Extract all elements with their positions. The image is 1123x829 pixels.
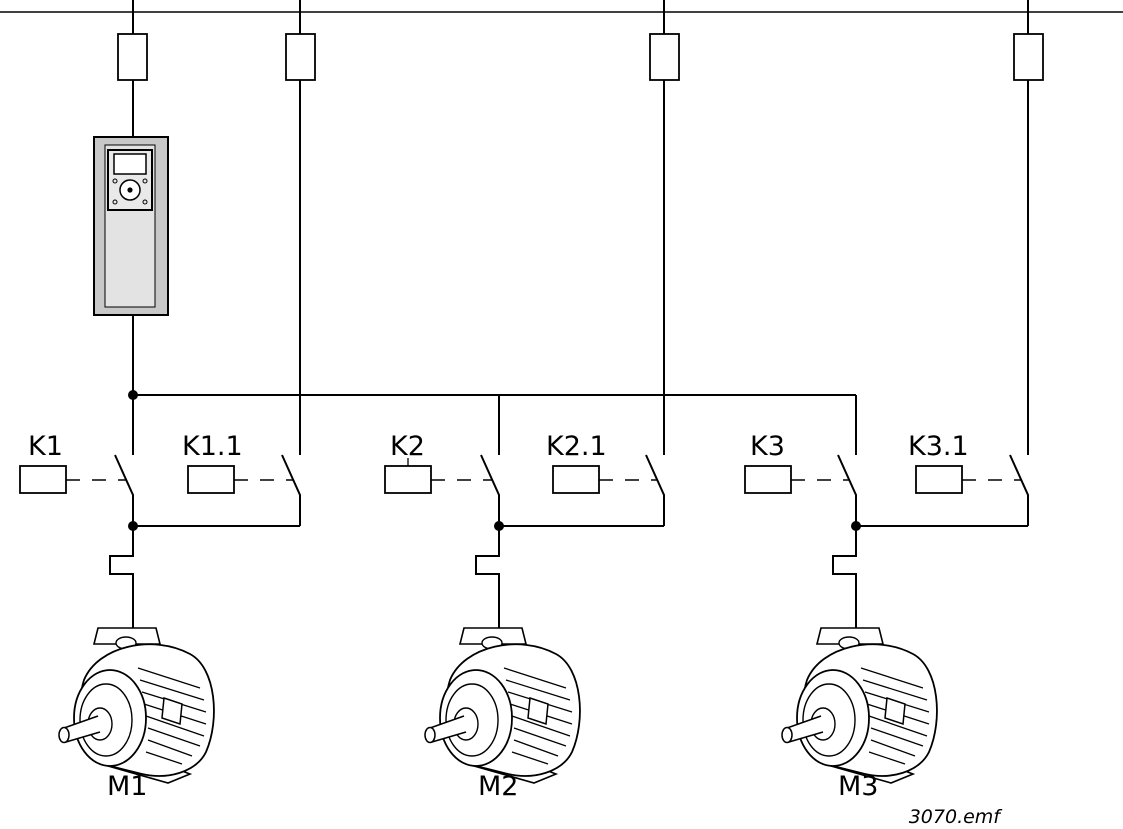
- coil-k2-1: [552, 465, 600, 494]
- supply-lines: [117, 0, 1044, 455]
- motor-label-m2: M2: [478, 771, 518, 802]
- coil-k1: [19, 465, 67, 494]
- fuse: [649, 33, 680, 81]
- contactor-label-k1: K1: [28, 431, 63, 462]
- coil-k2: [384, 465, 432, 494]
- contactor-label-k1-1: K1.1: [182, 431, 243, 462]
- fuse: [117, 33, 148, 81]
- contactor-label-k2-1: K2.1: [546, 431, 607, 462]
- junction-dot: [128, 390, 138, 400]
- motor-label-m1: M1: [107, 771, 147, 802]
- contactor-label-k3-1: K3.1: [908, 431, 969, 462]
- motor-m1-icon: [58, 627, 215, 784]
- fuse: [285, 33, 316, 81]
- motor-m3-icon: [781, 627, 938, 784]
- motor-feed-lines: [109, 521, 1028, 628]
- frequency-converter-icon: [93, 136, 169, 316]
- contactor-label-k2: K2: [390, 431, 425, 462]
- motor-label-m3: M3: [838, 771, 878, 802]
- coil-k3-1: [915, 465, 963, 494]
- fuse: [1013, 33, 1044, 81]
- coil-k3: [744, 465, 792, 494]
- coil-k1-1: [187, 465, 235, 494]
- contactor-coils: [19, 458, 1021, 494]
- contactor-switches: [114, 454, 1029, 526]
- file-name: 3070.emf: [909, 806, 1004, 828]
- contactor-label-k3: K3: [750, 431, 785, 462]
- motor-m2-icon: [424, 627, 581, 784]
